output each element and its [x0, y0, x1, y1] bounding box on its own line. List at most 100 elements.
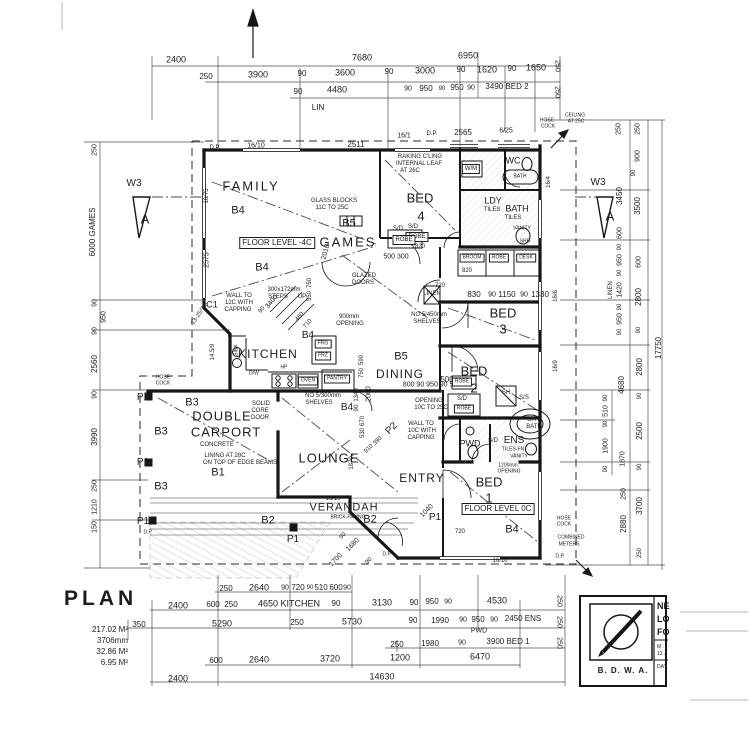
plan-annotation: WALL TO: [226, 293, 252, 299]
plan-annotation: 90: [404, 85, 412, 93]
scan-artifacts: [61, 2, 748, 701]
plan-annotation: OPENING: [415, 398, 443, 404]
plan-annotation: SHELVES: [305, 400, 333, 406]
plan-annotation: ROBE: [488, 253, 510, 263]
plan-annotation: 2640: [248, 582, 270, 593]
plan-annotation: C1: [206, 299, 218, 310]
plan-annotation: 250: [224, 600, 238, 609]
room-label-games: GAMES: [319, 234, 377, 250]
plan-annotation: 1990: [431, 616, 449, 625]
plan-annotation: DESK: [516, 253, 536, 263]
room-label-bed4: BED: [406, 190, 434, 206]
plan-annotation: VANITY: [513, 225, 531, 232]
plan-annotation: COCK: [155, 380, 171, 387]
plan-annotation: B3: [154, 480, 168, 493]
plan-annotation: 16/10: [492, 558, 508, 564]
plan-annotation: SHELVES: [413, 319, 441, 325]
plan-annotation: 1150: [498, 290, 516, 299]
plan-annotation: 1870: [619, 451, 627, 467]
plan-annotation: 250: [620, 488, 628, 500]
plan-annotation: B4: [231, 204, 245, 217]
plan-annotation: ROBE: [392, 235, 416, 245]
plan-annotation: 250: [219, 584, 233, 593]
plan-annotation: 250: [555, 616, 563, 628]
plan-annotation: 3130: [371, 597, 393, 608]
plan-annotation: D.P.: [143, 529, 153, 536]
plan-annotation: B3: [185, 396, 199, 409]
plan-annotation: 600: [635, 256, 643, 268]
plan-annotation: NO 5/300mm: [305, 393, 341, 399]
plan-annotation: 800 90 950 90 500: [402, 381, 462, 389]
plan-annotation: 530: [360, 427, 366, 439]
plan-annotation: COMBINED: [557, 534, 585, 541]
plan-annotation: 10C TO 25C: [414, 405, 448, 411]
room-label-bed2: BED: [460, 363, 488, 379]
plan-annotation: GLASS BLOCKS: [310, 198, 358, 204]
dimension-lines: [84, 52, 665, 686]
plan-annotation: 950: [425, 597, 439, 606]
plan-annotation: BATH: [526, 424, 542, 430]
room-label-verandah: VERANDAH: [309, 501, 379, 514]
plan-annotation: 1980: [421, 639, 439, 648]
plan-annotation: 2400: [165, 54, 187, 65]
wc-pan-icon: [521, 157, 533, 171]
plan-annotation: 3990: [90, 428, 99, 446]
titleblock-side-line: M .: [657, 644, 664, 650]
plan-annotation: 250: [553, 86, 561, 98]
plan-annotation: 90: [91, 391, 99, 399]
plan-annotation: B2: [363, 513, 377, 526]
plan-annotation: 90: [438, 86, 446, 92]
plan-annotation: AT 26C: [400, 168, 420, 174]
plan-annotation: LINING AT 28C: [204, 453, 246, 459]
plan-annotation: STEPS: [268, 294, 288, 300]
plan-annotation: 3450: [615, 187, 624, 205]
plan-annotation: 6470: [469, 651, 491, 662]
plan-annotation: NO 5/450mm: [411, 312, 447, 318]
plan-annotation: 16/1: [397, 132, 411, 140]
plan-annotation: 3500: [633, 197, 642, 215]
plan-annotation: B5: [394, 350, 408, 363]
plan-annotation: UP: [297, 294, 307, 300]
plan-annotation: 10C WITH: [407, 428, 437, 434]
plan-annotation: CORE: [251, 408, 269, 414]
plan-annotation: 90: [603, 394, 609, 402]
plan-annotation: P1: [286, 534, 300, 545]
plan-annotation: D.P.: [555, 553, 565, 560]
plan-annotation: 90: [408, 616, 418, 625]
plan-annotation: 90: [354, 404, 360, 412]
plan-annotation: SHR: [519, 238, 531, 245]
north-arrow-icon: [247, 7, 259, 58]
plan-annotation: 90: [293, 87, 303, 96]
plan-annotation: 6000 GAMES: [88, 207, 97, 257]
steps-lines: [269, 285, 315, 331]
plan-annotation: B4: [301, 330, 315, 341]
plan-annotation: 90: [459, 616, 467, 624]
plan-title: PLAN: [64, 587, 138, 610]
plan-annotation: HP: [280, 364, 288, 371]
plan-annotation: 90: [637, 392, 643, 400]
room-label-pwd: PWD: [459, 438, 481, 449]
plan-annotation: 250: [637, 547, 643, 559]
plan-annotation: SPA: [527, 417, 539, 423]
window-segments: [202, 144, 542, 560]
corner-arrow-icon: [550, 129, 570, 149]
plan-annotation: 1420: [616, 282, 624, 298]
plan-annotation: 90: [637, 463, 643, 471]
plan-annotation: 16/4: [546, 176, 552, 188]
plan-annotation: BATH: [513, 173, 527, 180]
plan-annotation: 2575: [203, 252, 211, 268]
plan-annotation: B4: [505, 523, 519, 536]
plan-annotation: 90: [306, 585, 314, 591]
plan-annotation: LINEN: [423, 291, 441, 297]
plan-annotation: 250: [91, 144, 99, 156]
plan-annotation: 90: [91, 327, 99, 335]
plan-annotation: 1870: [349, 456, 355, 470]
plan-annotation: 950: [616, 313, 624, 325]
fixtures: [144, 157, 551, 532]
plan-annotation: 250: [91, 480, 99, 492]
plan-annotation: 1340: [354, 388, 360, 402]
room-label-ens: ENS: [503, 435, 525, 446]
room-label-bed1: BED: [475, 474, 503, 490]
beam-lines-dashdot: [133, 159, 612, 543]
